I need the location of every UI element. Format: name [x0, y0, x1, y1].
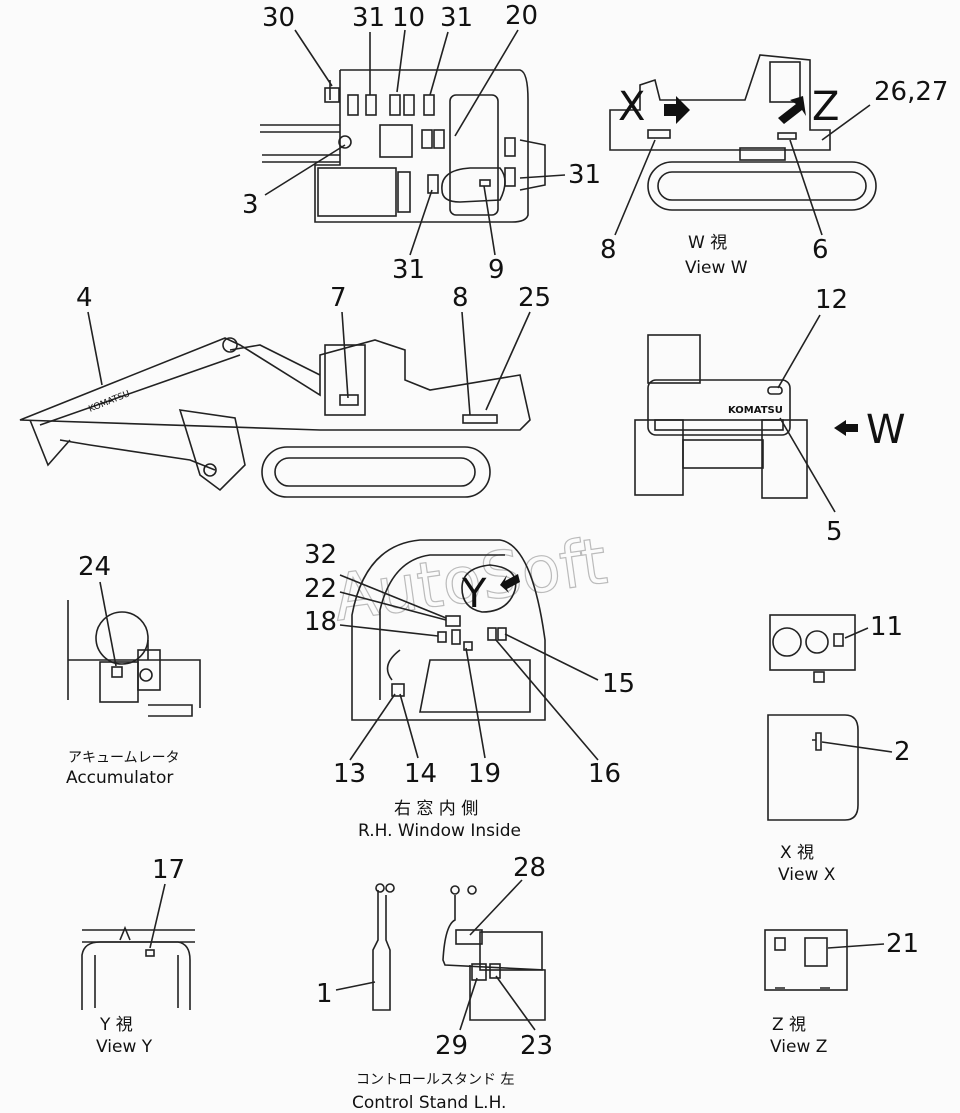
- top-view-drawing: [260, 69, 546, 223]
- callout-21: 21: [886, 929, 919, 959]
- caption-view-z-jp: Z 視: [772, 1015, 806, 1035]
- callout-19: 19: [468, 759, 501, 789]
- caption-view-w-jp: W 視: [688, 233, 727, 253]
- caption-view-w: View W: [685, 258, 748, 278]
- callout-1: 1: [316, 979, 333, 1009]
- view-letter-z: Z: [812, 84, 839, 130]
- view-letter-x: X: [618, 84, 645, 130]
- view-z-drawing: [764, 929, 848, 991]
- caption-view-y-jp: Y 視: [99, 1015, 133, 1035]
- callout-16: 16: [588, 759, 621, 789]
- view-letter-y: Y: [461, 571, 487, 617]
- callout-13: 13: [333, 759, 366, 789]
- caption-view-z: View Z: [770, 1037, 827, 1057]
- view-y-drawing: [81, 925, 195, 1010]
- caption-accumulator-jp: アキュームレータ: [68, 750, 180, 766]
- callout-32: 32: [304, 540, 337, 570]
- caption-view-x-jp: X 視: [780, 843, 814, 863]
- callout-2: 2: [894, 737, 911, 767]
- caption-view-y: View Y: [96, 1037, 153, 1057]
- callout-29: 29: [435, 1031, 468, 1061]
- brand-label: KOMATSU: [728, 405, 783, 416]
- callout-31: 31: [352, 3, 385, 33]
- control-stand-drawing: [372, 883, 546, 1021]
- callout-20: 20: [505, 1, 538, 31]
- callout-9: 9: [488, 255, 505, 285]
- callout-15: 15: [602, 669, 635, 699]
- caption-rh-window-jp: 右 窓 内 側: [394, 799, 478, 819]
- callout-31: 31: [440, 3, 473, 33]
- excavator-side-drawing: [19, 337, 531, 498]
- caption-rh-window: R.H. Window Inside: [358, 821, 521, 841]
- callout-6: 6: [812, 235, 829, 265]
- caption-control-stand: Control Stand L.H.: [352, 1093, 506, 1113]
- view-letter-w: W: [866, 407, 906, 453]
- callout-5: 5: [826, 517, 843, 547]
- brand-label: KOMATSU: [87, 389, 131, 415]
- callout-31: 31: [392, 255, 425, 285]
- callout-14: 14: [404, 759, 437, 789]
- view-w-drawing: [609, 54, 877, 211]
- callout-17: 17: [152, 855, 185, 885]
- callout-4: 4: [76, 283, 93, 313]
- caption-control-stand-jp: コントロールスタンド 左: [356, 1072, 514, 1088]
- callout-12: 12: [815, 285, 848, 315]
- callout-31: 31: [568, 160, 601, 190]
- callout-24: 24: [78, 552, 111, 582]
- callout-18: 18: [304, 607, 337, 637]
- view-x-drawing: [767, 614, 859, 821]
- callout-11: 11: [870, 612, 903, 642]
- callout-30: 30: [262, 3, 295, 33]
- callout-25: 25: [518, 283, 551, 313]
- callout-7: 7: [330, 283, 347, 313]
- callout-26-27: 26,27: [874, 77, 948, 107]
- callout-10: 10: [392, 3, 425, 33]
- accumulator-drawing: [67, 600, 201, 717]
- callout-3: 3: [242, 190, 259, 220]
- rh-window-drawing: [351, 539, 546, 721]
- callout-8: 8: [600, 235, 617, 265]
- callout-8: 8: [452, 283, 469, 313]
- callout-23: 23: [520, 1031, 553, 1061]
- caption-view-x: View X: [778, 865, 836, 885]
- rear-view-drawing: [634, 334, 858, 499]
- callout-22: 22: [304, 574, 337, 604]
- caption-accumulator: Accumulator: [66, 768, 173, 788]
- callout-28: 28: [513, 853, 546, 883]
